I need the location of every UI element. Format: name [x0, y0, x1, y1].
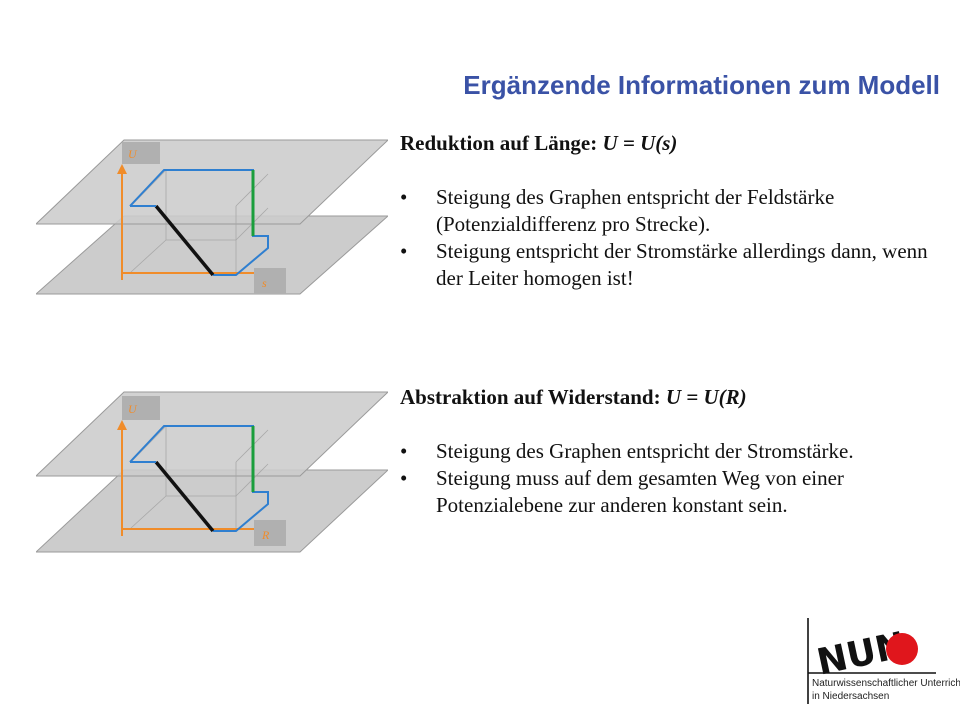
bullet-list: Steigung des Graphen entspricht der Feld…	[400, 184, 950, 292]
logo-line-2: in Niedersachsen	[812, 691, 890, 702]
x-axis-label-box	[254, 268, 286, 294]
logo-line-1: Naturwissenschaftlicher Unterricht	[812, 678, 960, 689]
bullet-item: Steigung muss auf dem gesamten Weg von e…	[400, 465, 950, 519]
logo-red-dot	[886, 633, 918, 665]
upper-potential-plane	[36, 139, 388, 225]
bullet-item: Steigung des Graphen entspricht der Stro…	[400, 438, 950, 465]
potential-drop-line	[154, 204, 215, 277]
y-axis-label: U	[128, 147, 138, 161]
x-axis-label: R	[261, 528, 270, 542]
heading-formula: U = U(R)	[665, 385, 747, 409]
potential-planes-diagram-length: U s	[36, 139, 388, 295]
section-heading: Abstraktion auf Widerstand: U = U(R)	[400, 384, 950, 411]
y-axis-arrowhead	[117, 420, 127, 430]
potential-path-blue	[129, 425, 269, 532]
y-axis-label-box	[122, 396, 160, 420]
heading-text: Reduktion auf Länge:	[400, 131, 603, 155]
bullet-item: Steigung entspricht der Stromstärke alle…	[400, 238, 950, 292]
y-axis-label: U	[128, 402, 138, 416]
slide-title: Ergänzende Informationen zum Modell	[463, 70, 940, 100]
x-axis-label-box	[254, 520, 286, 546]
x-axis-label: s	[262, 276, 267, 290]
heading-formula: U = U(s)	[602, 131, 678, 155]
upper-potential-plane	[36, 391, 388, 477]
y-axis-label-box	[122, 142, 160, 164]
y-axis-arrowhead	[117, 164, 127, 174]
nun-logo: NUN Naturwissenschaftlicher Unterricht i…	[790, 612, 960, 708]
nun-logo-mark: NUN	[807, 618, 936, 704]
section-length-reduction: Reduktion auf Länge: U = U(s) Steigung d…	[400, 130, 950, 292]
section-resistance-abstraction: Abstraktion auf Widerstand: U = U(R) Ste…	[400, 384, 950, 519]
potential-drop-line	[154, 460, 215, 533]
potential-planes-diagram-resistance: U R	[36, 391, 388, 553]
lower-potential-plane	[36, 469, 388, 553]
potential-path-blue	[129, 169, 269, 276]
lower-potential-plane	[36, 215, 388, 295]
box-guides	[130, 425, 269, 529]
bullet-item: Steigung des Graphen entspricht der Feld…	[400, 184, 950, 238]
heading-text: Abstraktion auf Widerstand:	[400, 385, 666, 409]
section-heading: Reduktion auf Länge: U = U(s)	[400, 130, 950, 157]
bullet-list: Steigung des Graphen entspricht der Stro…	[400, 438, 950, 519]
